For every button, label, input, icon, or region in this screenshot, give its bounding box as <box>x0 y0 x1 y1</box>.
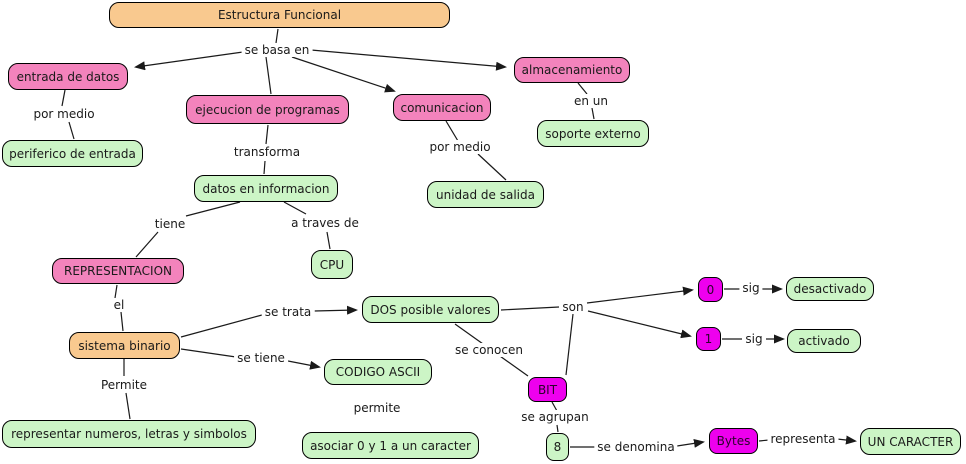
link-se-agrupan[interactable]: se agrupan <box>518 410 592 424</box>
concept-asociar-0-y-1[interactable]: asociar 0 y 1 a un caracter <box>302 432 479 459</box>
link-en-un[interactable]: en un <box>570 94 612 108</box>
concept-activado[interactable]: activado <box>787 329 861 353</box>
link-sig-cero[interactable]: sig <box>739 281 763 295</box>
concept-representar-simbolos[interactable]: representar numeros, letras y simbolos <box>2 420 256 448</box>
link-representa[interactable]: representa <box>767 432 839 446</box>
link-sig-uno[interactable]: sig <box>742 332 766 346</box>
concept-cero[interactable]: 0 <box>698 277 723 302</box>
concept-desactivado[interactable]: desactivado <box>786 277 874 301</box>
link-por-medio-entrada[interactable]: por medio <box>30 107 98 121</box>
concept-cpu[interactable]: CPU <box>311 250 353 279</box>
concept-ocho[interactable]: 8 <box>546 433 569 461</box>
concept-ejecucion-de-programas[interactable]: ejecucion de programas <box>186 95 349 124</box>
concept-soporte-externo[interactable]: soporte externo <box>537 120 649 147</box>
concept-bit[interactable]: BIT <box>528 377 567 402</box>
link-transforma[interactable]: transforma <box>230 145 304 159</box>
concept-un-caracter[interactable]: UN CARACTER <box>860 428 961 455</box>
link-se-trata[interactable]: se trata <box>261 305 315 319</box>
concept-almacenamiento[interactable]: almacenamiento <box>514 57 630 83</box>
concept-uno[interactable]: 1 <box>696 327 721 351</box>
concept-comunicacion[interactable]: comunicacion <box>393 94 491 121</box>
link-se-tiene[interactable]: se tiene <box>234 351 288 365</box>
concept-entrada-de-datos[interactable]: entrada de datos <box>8 63 128 90</box>
concept-bytes[interactable]: Bytes <box>709 428 758 454</box>
link-se-conocen[interactable]: se conocen <box>452 343 526 357</box>
concept-codigo-ascii[interactable]: CODIGO ASCII <box>324 359 432 385</box>
concept-datos-en-informacion[interactable]: datos en informacion <box>194 175 338 202</box>
concept-dos-posible-valores[interactable]: DOS posible valores <box>362 296 499 323</box>
concept-unidad-de-salida[interactable]: unidad de salida <box>427 181 544 208</box>
link-por-medio-salida[interactable]: por medio <box>426 140 494 154</box>
concept-periferico-de-entrada[interactable]: periferico de entrada <box>2 140 143 167</box>
link-son[interactable]: son <box>559 300 587 314</box>
concept-representacion[interactable]: REPRESENTACION <box>52 258 184 284</box>
concept-sistema-binario[interactable]: sistema binario <box>69 332 180 359</box>
link-el[interactable]: el <box>110 298 128 312</box>
link-a-traves-de[interactable]: a traves de <box>288 216 362 230</box>
link-permite[interactable]: permite <box>350 401 404 415</box>
link-tiene[interactable]: tiene <box>151 217 189 231</box>
concept-estructura-funcional[interactable]: Estructura Funcional <box>109 2 450 28</box>
link-se-denomina[interactable]: se denomina <box>594 440 678 454</box>
link-permite-mayus[interactable]: Permite <box>97 378 151 392</box>
link-se-basa-en[interactable]: se basa en <box>241 43 313 57</box>
